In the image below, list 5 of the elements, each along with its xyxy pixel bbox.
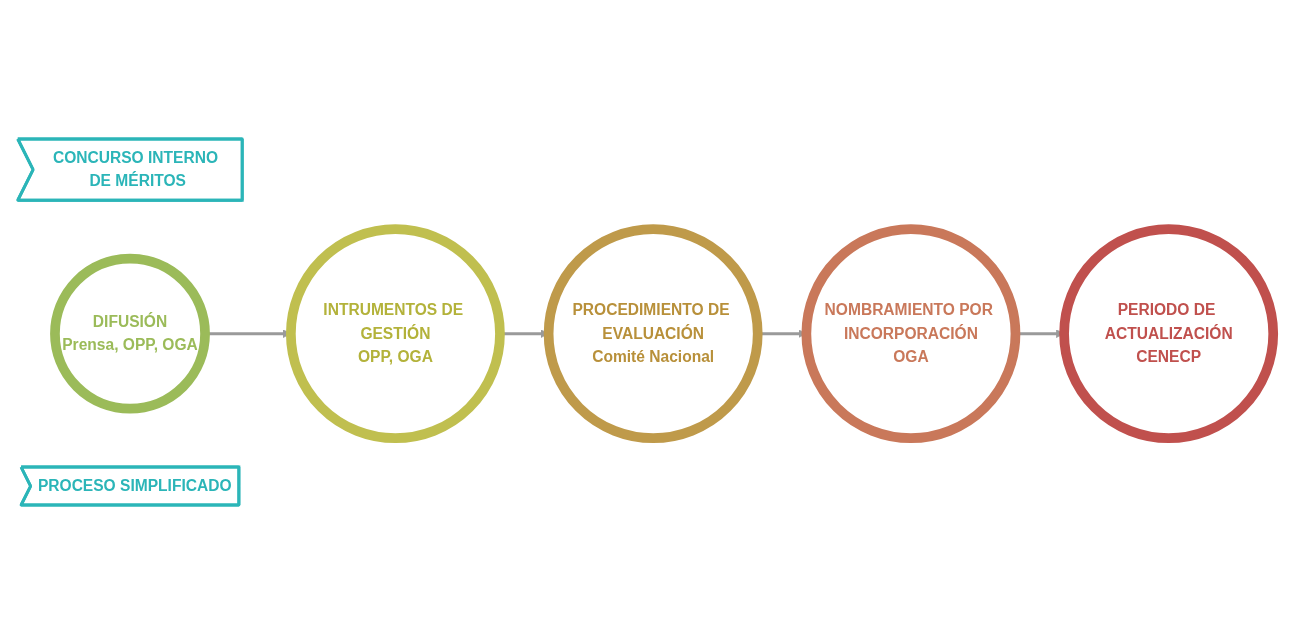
node-circle: PROCEDIMIENTO DE EVALUACIÓN Comité Nacional: [543, 224, 763, 444]
node-circle: DIFUSIÓN Prensa, OPP, OGA: [50, 253, 210, 414]
node-circle: INTRUMENTOS DE GESTIÓN OPP, OGA: [286, 224, 505, 444]
node-circle: NOMBRAMIENTO POR INCORPORACIÓN OGA: [801, 224, 1021, 444]
node-circle: PERIODO DE ACTUALIZACIÓN CENECP: [1059, 224, 1279, 444]
